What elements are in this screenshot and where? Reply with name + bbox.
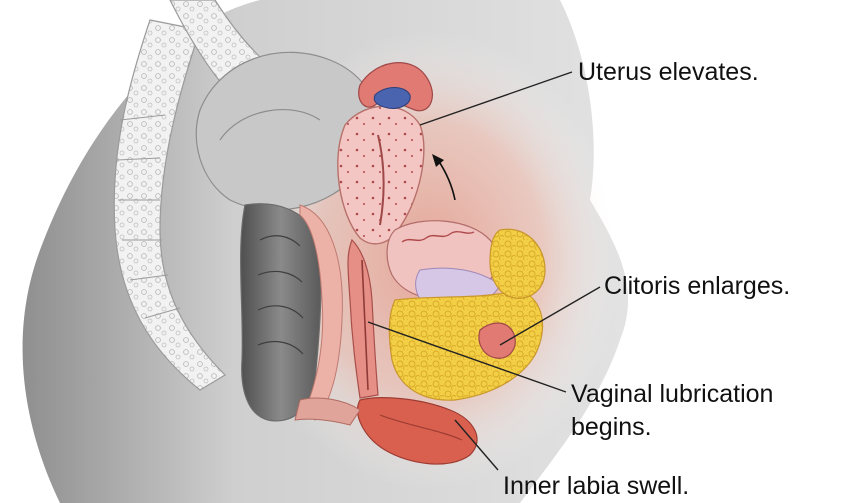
label-vaginal-line-2: begins. [571,411,773,444]
label-clitoris-enlarges: Clitoris enlarges. [604,271,790,301]
label-vaginal-line-1: Vaginal lubrication [571,378,773,411]
label-uterus-elevates: Uterus elevates. [578,57,759,87]
label-vaginal-lubrication: Vaginal lubrication begins. [571,378,773,444]
label-inner-labia-swell: Inner labia swell. [503,471,689,501]
